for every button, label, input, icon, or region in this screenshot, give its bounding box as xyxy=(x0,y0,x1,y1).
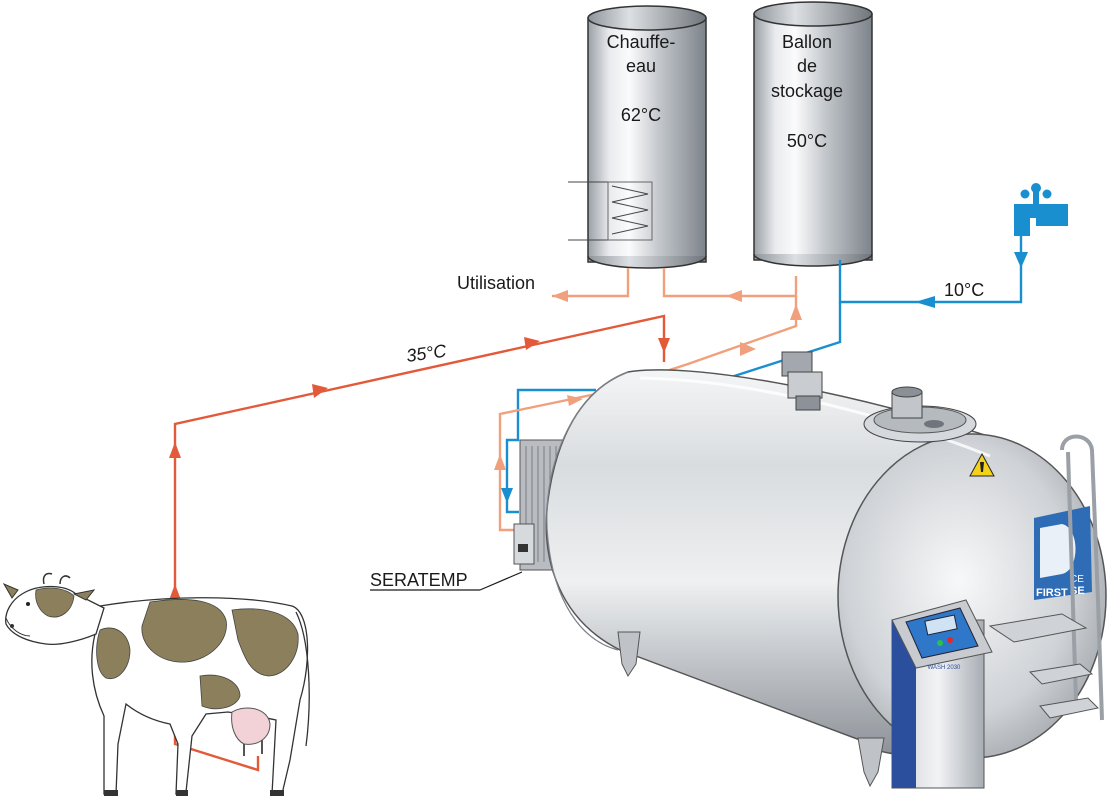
return-arrow xyxy=(726,290,742,302)
storage-temp: 50°C xyxy=(787,131,827,151)
water-heater-tank: Chauffe- eau 62°C xyxy=(568,5,707,269)
heating-coil xyxy=(568,181,653,241)
milk-arrow-4 xyxy=(524,337,540,350)
milk-arrow-3 xyxy=(312,384,328,398)
storage-tank: Ballon de stockage 50°C xyxy=(753,1,873,267)
milk-cooling-tank: FIRST SE CE xyxy=(545,351,1107,788)
storage-title-line3: stockage xyxy=(771,81,843,101)
cold-water-arrow-tank xyxy=(501,488,513,503)
up-arrow-storage xyxy=(790,304,802,320)
seratemp-leader xyxy=(479,571,523,591)
seratemp-label: SERATEMP xyxy=(370,570,468,590)
milk-arrow-1 xyxy=(169,584,181,600)
cold-water-arrow-left xyxy=(915,296,935,308)
milk-arrow-5 xyxy=(658,338,670,353)
cow-illustration xyxy=(2,572,310,796)
tank-ladder xyxy=(1060,434,1104,721)
warm-arrow-tank xyxy=(740,342,756,356)
heater-title-line1: Chauffe- xyxy=(607,32,676,52)
ce-mark: CE xyxy=(1070,574,1084,585)
milk-arrow-2 xyxy=(169,442,181,458)
water-tap-icon xyxy=(1014,183,1068,236)
cold-water-arrow-down xyxy=(1014,252,1028,268)
wash-controller: WASH 2030 xyxy=(891,599,993,789)
cold-water-temp-label: 10°C xyxy=(944,280,984,300)
heater-title-line2: eau xyxy=(626,56,656,76)
heater-temp: 62°C xyxy=(621,105,661,125)
storage-title-line1: Ballon xyxy=(782,32,832,52)
brand-text: FIRST xyxy=(1036,587,1068,599)
warm-arrow-right xyxy=(567,395,583,406)
warm-arrow-up xyxy=(494,454,506,470)
utilisation-label: Utilisation xyxy=(457,273,535,293)
milk-temp-label: 35°C xyxy=(405,340,449,366)
brand-panel: FIRST SE CE xyxy=(1034,506,1092,600)
warning-sign-icon xyxy=(969,452,995,477)
storage-title-line2: de xyxy=(797,56,817,76)
ladder-steps xyxy=(988,613,1100,719)
utilisation-arrow xyxy=(552,290,568,302)
controller-model: WASH 2030 xyxy=(928,665,961,671)
manhole-lid xyxy=(863,386,977,443)
top-inlet-valve xyxy=(781,351,823,411)
